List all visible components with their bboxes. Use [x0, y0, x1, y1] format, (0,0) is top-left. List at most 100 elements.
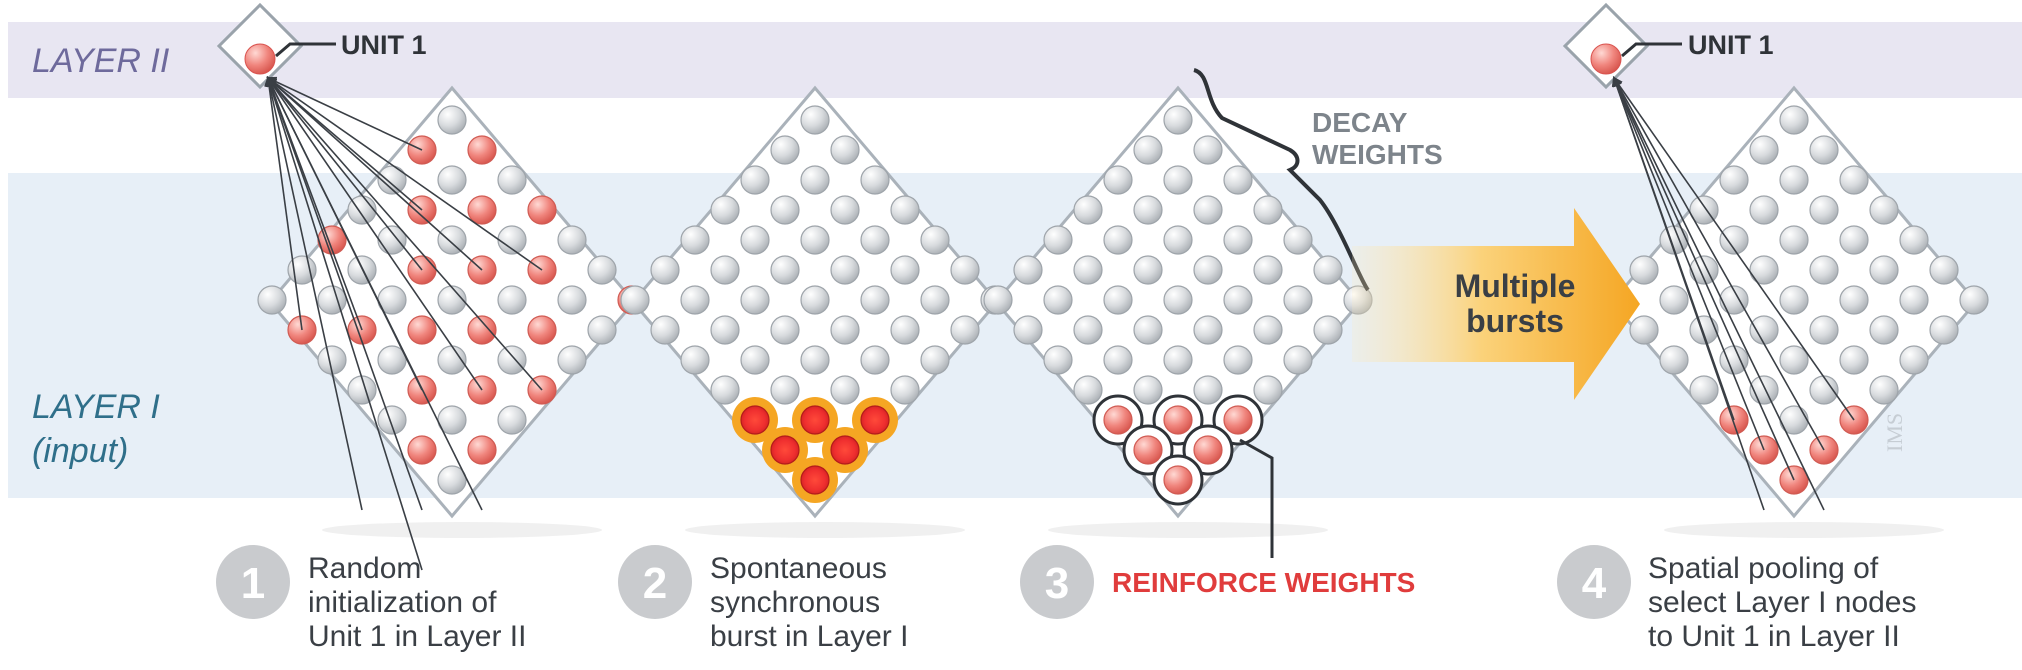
node: [1313, 255, 1343, 285]
node: [1073, 375, 1103, 405]
step-1-line-1: Random: [308, 552, 421, 585]
step-2: 2 Spontaneous synchronous burst in Layer…: [618, 545, 908, 653]
node: [467, 135, 497, 165]
node: [830, 135, 860, 165]
node: [1869, 375, 1899, 405]
node: [467, 195, 497, 225]
step-4-line-3: to Unit 1 in Layer II: [1648, 620, 1900, 653]
node: [1193, 255, 1223, 285]
node: [1043, 285, 1073, 315]
node: [620, 285, 650, 315]
node: [1749, 135, 1779, 165]
panel-4: [1599, 85, 1989, 538]
step-4: 4 Spatial pooling of select Layer I node…: [1557, 545, 1917, 653]
node: [770, 135, 800, 165]
node: [1223, 225, 1253, 255]
node: [437, 165, 467, 195]
connection-line: [1612, 76, 1765, 451]
node: [377, 225, 407, 255]
node: [1133, 135, 1163, 165]
node: [587, 255, 617, 285]
node: [1133, 375, 1163, 405]
node: [890, 195, 920, 225]
node: [1193, 315, 1223, 345]
node: [497, 165, 527, 195]
node: [920, 225, 950, 255]
node: [257, 285, 287, 315]
node: [1193, 195, 1223, 225]
node: [1809, 135, 1839, 165]
connection-line: [266, 76, 543, 271]
panel-shadow: [322, 522, 602, 538]
layer2-band: [8, 22, 2022, 98]
layer1-input-label: (input): [32, 432, 128, 470]
node: [710, 375, 740, 405]
node: [407, 435, 437, 465]
node: [1869, 195, 1899, 225]
connection-line: [267, 76, 483, 511]
node: [1313, 315, 1343, 345]
step-3-number: 3: [1045, 559, 1069, 608]
node: [437, 285, 467, 315]
node: [830, 195, 860, 225]
node: [1659, 285, 1689, 315]
unit1-box-1: [216, 2, 336, 90]
node: [1809, 255, 1839, 285]
step-3-circle: [1020, 545, 1094, 619]
node: [1809, 315, 1839, 345]
node: [1223, 345, 1253, 375]
node: [1103, 225, 1133, 255]
node: [1193, 375, 1223, 405]
node: [650, 255, 680, 285]
node: [1779, 105, 1809, 135]
node: [800, 225, 830, 255]
reinforce-leader: [1239, 438, 1274, 558]
node: [1193, 435, 1223, 465]
connection-line: [266, 76, 543, 391]
node: [1163, 405, 1193, 435]
node: [680, 345, 710, 375]
node: [1163, 465, 1193, 495]
node: [740, 345, 770, 375]
node: [1839, 345, 1869, 375]
node: [1043, 225, 1073, 255]
step-4-line-2: select Layer I nodes: [1648, 586, 1917, 619]
decay-label-2: WEIGHTS: [1312, 139, 1443, 170]
connection-line: [266, 76, 363, 331]
node: [1899, 285, 1929, 315]
node: [1719, 285, 1749, 315]
step-4-number: 4: [1582, 559, 1607, 608]
node: [860, 405, 890, 435]
node: [770, 195, 800, 225]
node: [710, 255, 740, 285]
node: [1103, 405, 1133, 435]
node: [1253, 375, 1283, 405]
node: [1779, 285, 1809, 315]
node: [527, 195, 557, 225]
node: [1133, 315, 1163, 345]
node: [800, 105, 830, 135]
node: [1929, 255, 1959, 285]
connection-line: [264, 76, 363, 511]
node: [860, 345, 890, 375]
step-4-circle: [1557, 545, 1631, 619]
ims-watermark: IMS: [1882, 413, 1907, 452]
node: [1253, 255, 1283, 285]
node: [770, 255, 800, 285]
node: [1133, 435, 1163, 465]
node: [1223, 405, 1253, 435]
connection-line: [266, 76, 423, 151]
node: [1749, 195, 1779, 225]
panels: [257, 85, 1989, 538]
node: [950, 255, 980, 285]
node: [710, 315, 740, 345]
node: [890, 255, 920, 285]
node: [800, 165, 830, 195]
node: [1749, 315, 1779, 345]
node: [1719, 165, 1749, 195]
node: [1779, 345, 1809, 375]
node: [1779, 225, 1809, 255]
layer1-label: LAYER I: [32, 388, 160, 426]
node: [1839, 225, 1869, 255]
